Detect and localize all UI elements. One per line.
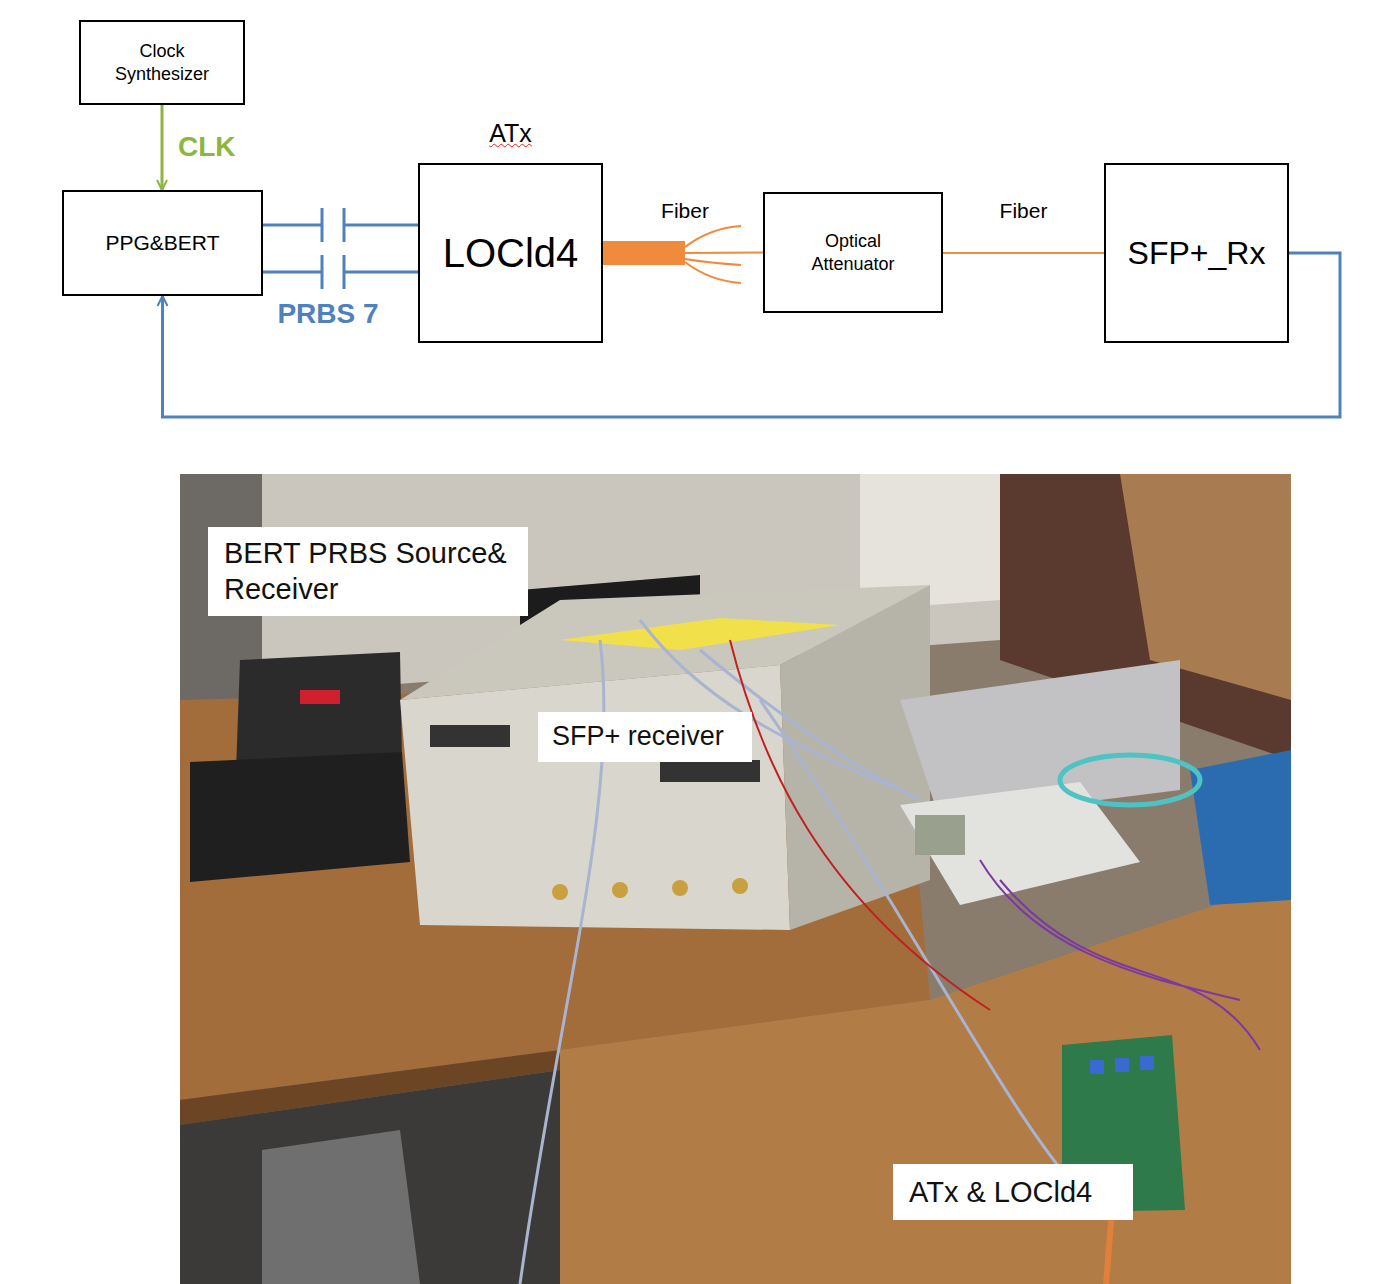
photo-callout: ATx & LOCld4	[893, 1164, 1133, 1220]
wires	[730, 640, 990, 1010]
floor	[180, 1070, 560, 1284]
orange-fiber	[1106, 1210, 1112, 1284]
box-label: SFP+_Rx	[1128, 233, 1266, 273]
connector	[603, 226, 763, 283]
bert-display	[660, 760, 760, 782]
connector-line	[685, 226, 741, 283]
connector-line	[263, 271, 418, 274]
process-box: ATxLOCld4	[418, 163, 603, 343]
photo-callout: BERT PRBS Source& Receiver	[208, 527, 528, 616]
connector-line	[685, 252, 763, 255]
connector-line	[161, 105, 164, 190]
table-right	[560, 880, 1291, 1284]
box-label: PPG&BERT	[106, 230, 220, 256]
connector-line	[263, 224, 418, 227]
connector	[162, 105, 163, 190]
connector-line	[943, 252, 1104, 254]
edge-label: Fiber	[1000, 199, 1048, 223]
box-label: Optical Attenuator	[798, 230, 908, 275]
bert-side	[780, 585, 930, 930]
edge-label: Fiber	[661, 199, 709, 223]
blue-bin	[1190, 750, 1291, 905]
process-box: PPG&BERT	[62, 190, 263, 296]
box-label: Clock Synthesizer	[102, 40, 222, 85]
wires	[980, 860, 1260, 1050]
instrument-small	[190, 752, 410, 882]
process-box: Optical Attenuator	[763, 192, 943, 313]
edge-label: CLK	[178, 131, 236, 163]
fiber-bundle	[603, 241, 685, 265]
led-display	[300, 690, 340, 704]
edge-label: PRBS 7	[277, 298, 378, 330]
power-supply	[900, 782, 1140, 905]
photo-ground	[180, 474, 1291, 1284]
connector	[263, 208, 418, 242]
psu-screen	[915, 815, 965, 855]
connector	[943, 253, 1104, 254]
fiber-loop	[1060, 755, 1200, 805]
bert-display	[430, 725, 510, 747]
block-heading: ATx	[420, 119, 601, 148]
potentiometers	[1090, 1056, 1154, 1074]
connector-line	[322, 208, 344, 242]
process-box: SFP+_Rx	[1104, 163, 1289, 343]
bin	[262, 1130, 420, 1284]
connector-line	[322, 255, 344, 289]
photo-callout: SFP+ receiver	[538, 712, 752, 762]
sma-connectors	[552, 878, 748, 900]
box-label: LOCld4	[443, 228, 579, 278]
process-box: Clock Synthesizer	[79, 20, 245, 105]
connector	[263, 255, 418, 289]
